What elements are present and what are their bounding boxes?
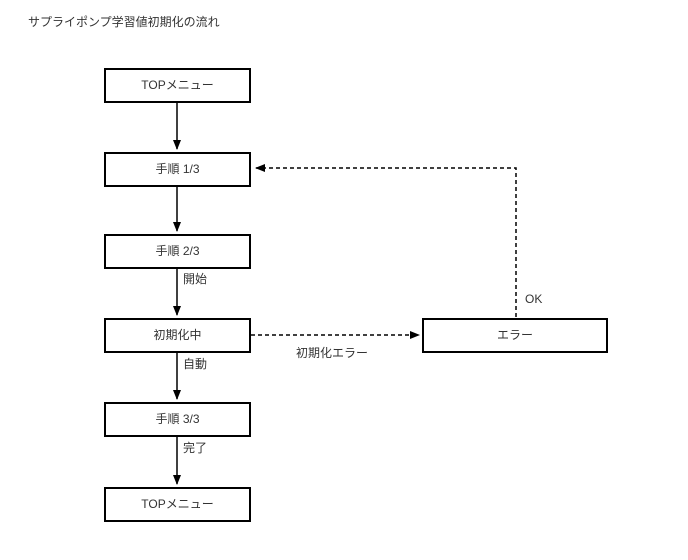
node-error: エラー — [422, 318, 608, 353]
node-label: TOPメニュー — [141, 78, 214, 92]
edge-label-complete: 完了 — [183, 439, 208, 456]
node-top-menu-end: TOPメニュー — [104, 487, 251, 522]
node-label: 手順 2/3 — [155, 244, 200, 258]
dashed-arrow-error-to-step1 — [255, 164, 517, 317]
edge-label-init-error: 初期化エラー — [296, 344, 369, 361]
diagram-title: サプライポンプ学習値初期化の流れ — [28, 15, 220, 29]
edge-label-start: 開始 — [183, 270, 208, 287]
edge-label-auto: 自動 — [183, 355, 208, 372]
node-label: 初期化中 — [153, 328, 202, 342]
node-label: エラー — [496, 328, 533, 342]
node-initializing: 初期化中 — [104, 318, 251, 353]
node-step-2-of-3: 手順 2/3 — [104, 234, 251, 269]
node-step-1-of-3: 手順 1/3 — [104, 152, 251, 187]
node-label: TOPメニュー — [141, 497, 214, 511]
node-label: 手順 3/3 — [155, 412, 200, 426]
node-top-menu-start: TOPメニュー — [104, 68, 251, 103]
node-label: 手順 1/3 — [155, 162, 200, 176]
edge-label-ok: OK — [525, 292, 543, 306]
node-step-3-of-3: 手順 3/3 — [104, 402, 251, 437]
